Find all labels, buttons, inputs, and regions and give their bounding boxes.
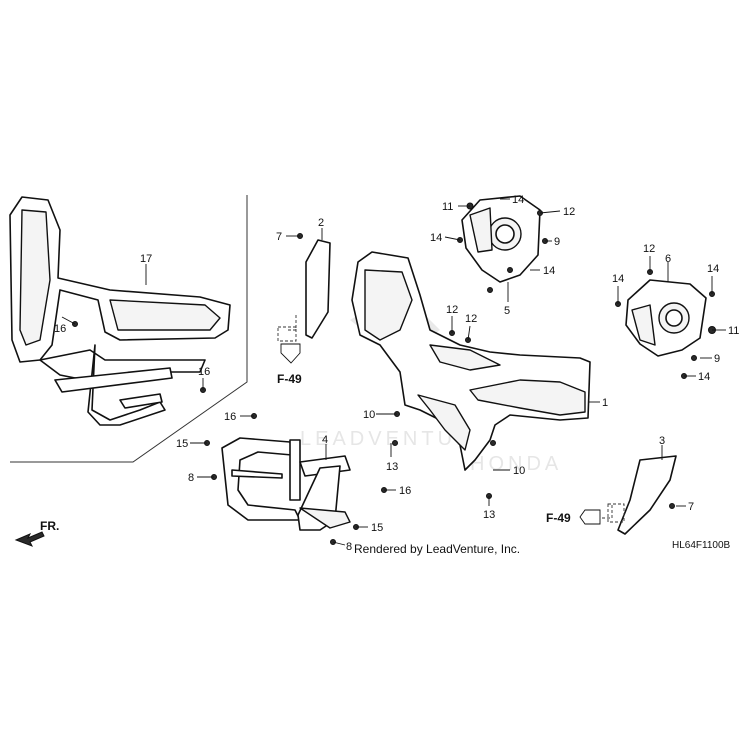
part-2-side-cover [305, 239, 331, 339]
ref-leader-2 [286, 315, 297, 331]
callout-14e: 14 [707, 263, 719, 275]
arrow-f49-right [579, 509, 601, 525]
part-4-bumper-bracket [221, 437, 351, 531]
diagram-code: HL64F1100B [672, 540, 731, 551]
callout-16b: 16 [198, 366, 210, 378]
callout-11a: 11 [442, 201, 453, 213]
part-6-headlight-bracket-right [625, 279, 707, 357]
callout-13b: 13 [483, 509, 495, 521]
part-1-front-fender [351, 251, 591, 471]
callout-10b: 10 [513, 465, 525, 477]
callout-2: 2 [318, 217, 324, 229]
ref-box-right [607, 503, 625, 523]
callout-16c: 16 [224, 411, 236, 423]
leader-lines [61, 198, 726, 546]
callout-17: 17 [140, 253, 152, 265]
callout-13a: 13 [386, 461, 398, 473]
callout-8b: 8 [346, 541, 352, 553]
callout-14d: 14 [612, 273, 624, 285]
ref-leader-3 [602, 505, 613, 519]
callout-12c: 12 [446, 304, 458, 316]
callout-12a: 12 [563, 206, 575, 218]
ref-label-right: F-49 [546, 511, 571, 525]
watermark-text: LEADVENTURE [300, 428, 492, 450]
callout-3: 3 [659, 435, 665, 447]
ref-box-left [277, 326, 297, 342]
callout-12d: 12 [465, 313, 477, 325]
callout-5: 5 [504, 305, 510, 317]
ref-label-left: F-49 [277, 372, 302, 386]
callout-6: 6 [665, 253, 671, 265]
callout-10a: 10 [363, 409, 375, 421]
credit-text: Rendered by LeadVenture, Inc. [354, 542, 520, 556]
callout-4: 4 [322, 434, 328, 446]
callout-16d: 16 [399, 485, 411, 497]
callout-15a: 15 [176, 438, 188, 450]
callout-7a: 7 [276, 231, 282, 243]
callout-labels: 1 2 3 4 5 6 7 7 8 8 9 9 10 10 11 11 12 1… [54, 194, 739, 553]
part-3-side-cover [617, 455, 677, 535]
callout-9a: 9 [554, 236, 560, 248]
callout-15b: 15 [371, 522, 383, 534]
callout-11b: 11 [728, 325, 739, 337]
callout-12b: 12 [643, 243, 655, 255]
front-arrow-icon [14, 531, 45, 547]
part-5-headlight-bracket-left [461, 195, 541, 283]
callout-7b: 7 [688, 501, 694, 513]
callout-14c: 14 [543, 265, 555, 277]
part-17-front-bumper [9, 196, 231, 426]
front-indicator: FR. [14, 519, 59, 547]
callout-9b: 9 [714, 353, 720, 365]
inset-frame [10, 195, 248, 463]
callout-1: 1 [602, 397, 608, 409]
callout-14f: 14 [698, 371, 710, 383]
callout-14a: 14 [512, 194, 524, 206]
callout-16a: 16 [54, 323, 66, 335]
front-label: FR. [40, 519, 59, 533]
callout-14b: 14 [430, 232, 442, 244]
callout-8a: 8 [188, 472, 194, 484]
arrow-f49-left [280, 343, 301, 364]
watermark-brand: HONDA [470, 453, 562, 475]
